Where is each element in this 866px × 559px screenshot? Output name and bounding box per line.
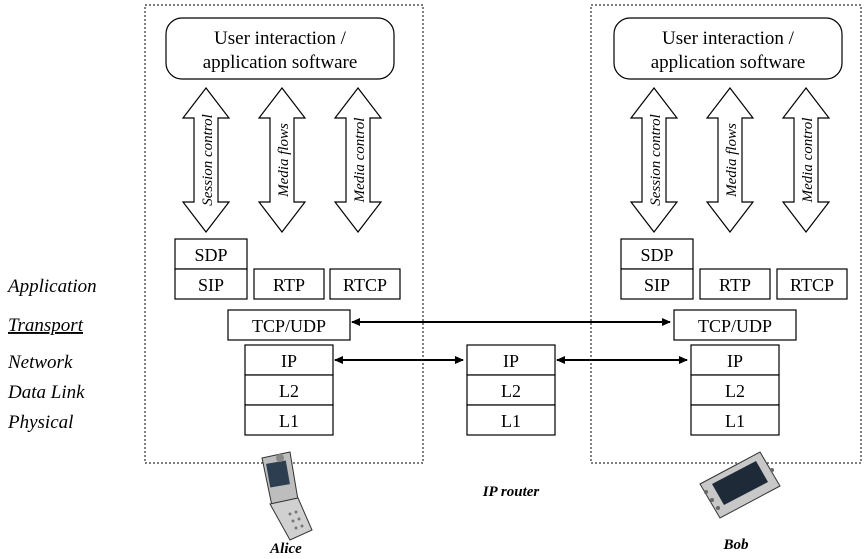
bob-l1-label: L1 (725, 411, 745, 431)
bob-sip-box (620, 268, 694, 300)
bob-endpoint: User interaction / application software … (590, 4, 862, 553)
alice-sip-label: SIP (198, 275, 224, 295)
alice-media-arrow (257, 87, 307, 233)
bob-control-label: Media control (800, 118, 816, 204)
alice-rtp-label: RTP (273, 275, 305, 295)
bob-tcpudp-box (673, 309, 797, 341)
alice-l2-box (244, 374, 334, 406)
alice-l1-label: L1 (279, 411, 299, 431)
bob-rtp-box (699, 268, 771, 300)
alice-app-line1: User interaction / (214, 28, 347, 49)
alice-sdp-label: SDP (194, 245, 227, 265)
layer-label-physical: Physical (7, 412, 73, 433)
bob-media-arrow (705, 87, 755, 233)
bob-sip-label: SIP (644, 275, 670, 295)
bob-rtcp-box (776, 268, 848, 300)
layer-label-datalink: Data Link (7, 382, 85, 403)
alice-ip-label: IP (281, 351, 297, 371)
bob-l2-box (690, 374, 780, 406)
bob-media-label: Media flows (724, 123, 740, 198)
alice-session-label: Session control (200, 114, 216, 206)
layer-label-application: Application (6, 276, 97, 297)
alice-media-label: Media flows (276, 123, 292, 198)
bob-session-label: Session control (648, 114, 664, 206)
bob-l1-box (690, 404, 780, 436)
bob-app-line2: application software (651, 52, 806, 73)
alice-control-arrow (333, 87, 383, 233)
alice-l1-box (244, 404, 334, 436)
layer-labels: Application Transport Network Data Link … (6, 276, 97, 433)
bob-ip-label: IP (727, 351, 743, 371)
bob-session-arrow (629, 87, 679, 233)
alice-endpoint: User interaction / application software … (144, 4, 424, 557)
bob-sdp-box (620, 238, 694, 270)
alice-name: Alice (269, 541, 302, 557)
alice-sdp-box (174, 238, 248, 270)
router-l2-label: L2 (501, 381, 521, 401)
alice-ip-box (244, 344, 334, 376)
alice-app-box (165, 17, 395, 80)
alice-rtp-box (253, 268, 325, 300)
alice-tcpudp-box (227, 309, 351, 341)
layer-label-transport: Transport (8, 315, 84, 336)
bob-l2-label: L2 (725, 381, 745, 401)
pda-icon (699, 451, 781, 519)
alice-app-line2: application software (203, 52, 358, 73)
flip-phone-icon (261, 451, 313, 541)
alice-sip-box (174, 268, 248, 300)
bob-tcpudp-label: TCP/UDP (698, 316, 772, 336)
alice-tcpudp-label: TCP/UDP (252, 316, 326, 336)
router-name: IP router (482, 484, 540, 500)
ip-router: IP L2 L1 IP router (466, 344, 556, 500)
bob-app-box (613, 17, 843, 80)
bob-name: Bob (722, 537, 749, 553)
bob-rtcp-label: RTCP (790, 275, 834, 295)
alice-rtcp-label: RTCP (343, 275, 387, 295)
layer-label-network: Network (7, 352, 73, 373)
router-l1-box (466, 404, 556, 436)
alice-rtcp-box (329, 268, 401, 300)
router-l1-label: L1 (501, 411, 521, 431)
bob-app-line1: User interaction / (662, 28, 795, 49)
bob-rtp-label: RTP (719, 275, 751, 295)
alice-l2-label: L2 (279, 381, 299, 401)
bob-control-arrow (781, 87, 831, 233)
router-l2-box (466, 374, 556, 406)
alice-session-arrow (181, 87, 231, 233)
alice-control-label: Media control (352, 118, 368, 204)
router-ip-box (466, 344, 556, 376)
bob-sdp-label: SDP (640, 245, 673, 265)
router-ip-label: IP (503, 351, 519, 371)
